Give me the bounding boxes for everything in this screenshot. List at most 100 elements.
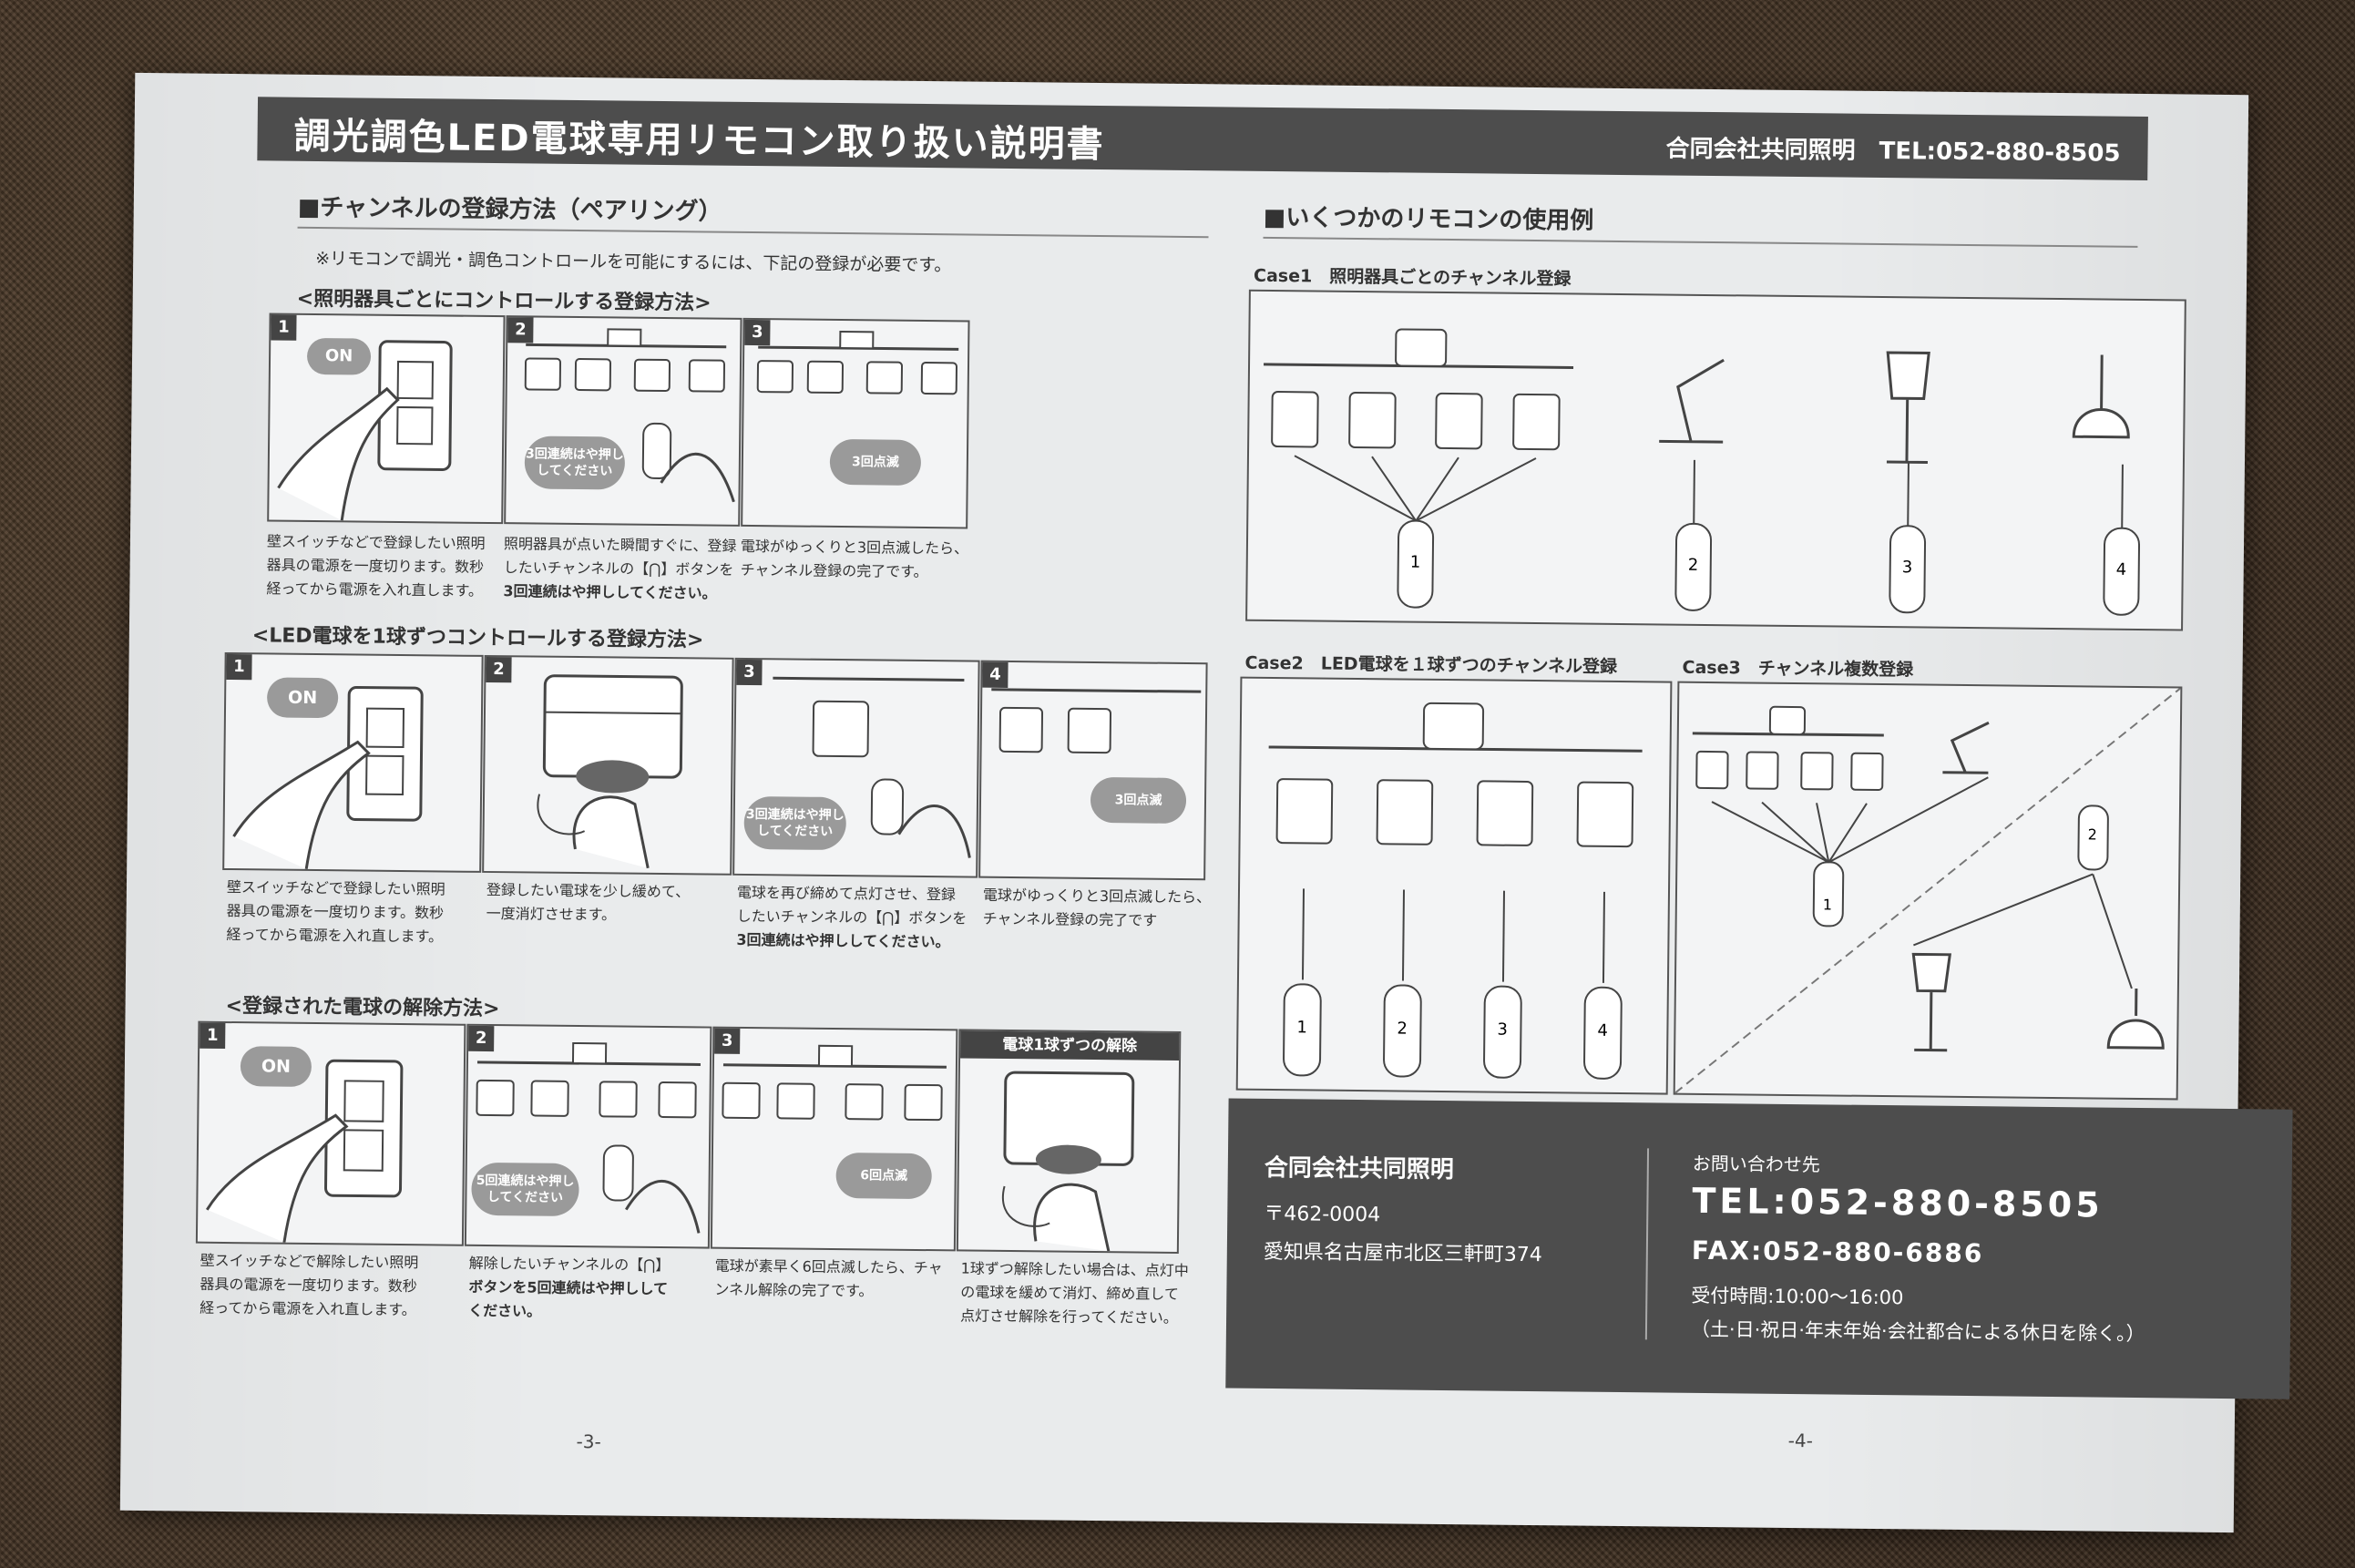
left-section-title: ■チャンネルの登録方法（ペアリング） [297, 189, 1209, 239]
ceiling-light-blink-illustration [756, 331, 959, 395]
caption-line: チャンネル登録の完了です [982, 909, 1158, 929]
caption-line: 経ってから電源を入れ直します。 [266, 579, 484, 600]
press-bubble: 3回連続はや押ししてください [524, 436, 626, 490]
remote-number: 1 [1409, 552, 1421, 572]
pairing-note: ※リモコンで調光・調色コントロールを可能にするには、下記の登録が必要です。 [315, 248, 952, 276]
remote-number: 2 [2087, 825, 2097, 844]
part3-caption-2: 解除したいチャンネルの【⋂】 ボタンを5回連続はや押しして ください。 [468, 1252, 670, 1325]
document-title: 調光調色LED電球専用リモコン取り扱い説明書 [293, 115, 1105, 167]
part1-heading: <照明器具ごとにコントロールする登録方法> [296, 287, 712, 315]
caption-line: 照明器具が点いた瞬間すぐに、登録 [503, 535, 737, 555]
divider [1263, 236, 2138, 248]
part3-caption-4: 1球ずつ解除したい場合は、点灯中 の電球を緩めて消灯、締め直して 点灯させ解除を… [960, 1256, 1189, 1330]
caption-line: 一度消灯させます。 [486, 904, 617, 924]
header-banner: 調光調色LED電球専用リモコン取り扱い説明書 合同会社共同照明 TEL:052-… [257, 97, 2148, 181]
part3-heading: <登録された電球の解除方法> [225, 994, 500, 1021]
caption-line: したいチャンネルの【⋂】ボタンを [503, 559, 734, 579]
remote-number: 1 [1822, 896, 1833, 914]
remote-number: 3 [1497, 1020, 1508, 1040]
contact-box: 合同会社共同照明 〒462-0004 愛知県名古屋市北区三軒町374 お問い合わ… [1225, 1098, 2293, 1399]
remote-number: 4 [2115, 559, 2127, 579]
on-bubble: ON [240, 1046, 312, 1087]
part3-caption-1: 壁スイッチなどで解除したい照明 器具の電源を一度切ります。数秒 経ってから電源を… [200, 1249, 418, 1323]
contact-company: 合同会社共同照明 [1264, 1153, 1454, 1184]
right-section-title: ■いくつかのリモコンの使用例 [1263, 199, 2138, 248]
remote-number: 4 [1597, 1020, 1608, 1040]
ceiling-light-remote-illustration [524, 328, 735, 503]
part3-step2-panel: 2 5回連続はや押ししてください [464, 1023, 712, 1249]
part1-step2-panel: 2 3回連続はや押ししてください [504, 315, 742, 527]
case3-illustration [1674, 687, 2181, 1094]
left-section-title-text: ■チャンネルの登録方法（ペアリング） [297, 193, 722, 226]
part2-caption-4: 電球がゆっくりと3回点滅したら、 チャンネル登録の完了です [983, 884, 1212, 934]
contact-divider [1644, 1148, 1650, 1340]
case2-panel: 1 2 3 4 [1235, 676, 1673, 1095]
caption-line: ボタンを5回連続はや押しして [468, 1277, 669, 1298]
blink-bubble: 3回点滅 [1090, 776, 1187, 825]
on-bubble: ON [306, 337, 372, 375]
contact-tel: TEL:052-880-8505 [1692, 1180, 2104, 1225]
hand-switch-illustration [277, 340, 453, 521]
part3-step4-panel: 電球1球ずつの解除 [956, 1029, 1182, 1254]
hand-switch-illustration [232, 685, 424, 870]
part2-caption-3: 電球を再び締めて点灯させ、登録 したいチャンネルの【⋂】ボタンを 3回連続はや押… [736, 881, 967, 955]
part2-caption-1: 壁スイッチなどで登録したい照明 器具の電源を一度切ります。数秒 経ってから電源を… [226, 876, 445, 949]
contact-fax: FAX:052-880-6886 [1691, 1235, 1984, 1269]
ceiling-light-remote-illustration [476, 1041, 701, 1234]
blink-bubble: 6回点滅 [835, 1153, 932, 1200]
remote-number: 3 [1901, 558, 1913, 578]
caption-line: 登録したい電球を少し緩めて、 [486, 880, 691, 901]
caption-line: 点灯させ解除を行ってください。 [959, 1307, 1178, 1327]
case2-label: Case2 LED電球を１球ずつのチャンネル登録 [1244, 652, 1618, 677]
part1-step3-panel: 3 3回点滅 [741, 317, 970, 529]
case2-illustration [1268, 702, 1643, 1080]
caption-line: 1球ずつ解除したい場合は、点灯中 [960, 1259, 1189, 1280]
remote-number: 2 [1687, 555, 1699, 575]
part2-step2-panel: 2 [482, 654, 734, 876]
press-bubble: 3回連続はや押ししてください [743, 795, 847, 851]
part1-caption-1: 壁スイッチなどで登録したい照明 器具の電源を一度切ります。数秒 経ってから電源を… [266, 529, 485, 603]
caption-line: 壁スイッチなどで登録したい照明 [266, 532, 486, 552]
case1-illustration [1264, 328, 2141, 616]
caption-line: したいチャンネルの【⋂】ボタンを [736, 907, 968, 927]
caption-line: 経ってから電源を入れ直します。 [226, 925, 444, 946]
caption-line: 器具の電源を一度切ります。数秒 [266, 556, 485, 576]
press-bubble: 5回連続はや押ししてください [471, 1162, 579, 1217]
case1-panel: 1 2 3 4 [1245, 289, 2186, 631]
caption-line: 壁スイッチなどで登録したい照明 [226, 877, 445, 898]
bulb-loosen-illustration [1001, 1071, 1135, 1252]
caption-line: 壁スイッチなどで解除したい照明 [200, 1251, 419, 1272]
right-section-title-text: ■いくつかのリモコンの使用例 [1263, 203, 1594, 235]
part2-step4-panel: 4 3回点滅 [978, 660, 1208, 881]
caption-line: の電球を緩めて消灯、締め直して [960, 1283, 1179, 1303]
instruction-sheet: 調光調色LED電球専用リモコン取り扱い説明書 合同会社共同照明 TEL:052-… [119, 72, 2293, 1533]
ceiling-light-blink-illustration [722, 1044, 947, 1122]
caption-line: 3回連続はや押ししてください。 [503, 582, 717, 602]
part2-step3-panel: 3 3回連続はや押ししてください [732, 657, 980, 878]
part3-step3-panel: 3 6回点滅 [710, 1026, 958, 1252]
caption-line: ください。 [468, 1301, 542, 1320]
caption-line: 電球を再び締めて点灯させ、登録 [736, 883, 957, 904]
part1-caption-2: 照明器具が点いた瞬間すぐに、登録 したいチャンネルの【⋂】ボタンを 3回連続はや… [503, 532, 736, 606]
part2-heading: <LED電球を1球ずつコントロールする登録方法> [251, 624, 704, 652]
on-bubble: ON [266, 677, 339, 719]
hand-switch-illustration [205, 1059, 404, 1243]
header-company-tel: 合同会社共同照明 TEL:052-880-8505 [1665, 135, 2121, 168]
remote-number: 2 [1397, 1019, 1408, 1039]
divider [297, 226, 1209, 239]
caption-line: 器具の電源を一度切ります。数秒 [200, 1275, 417, 1296]
remote-number: 1 [1296, 1018, 1307, 1038]
part3-step1-panel: 1 ON [195, 1020, 466, 1246]
caption-line: 経ってから電源を入れ直します。 [200, 1298, 416, 1319]
case3-label: Case3 チャンネル複数登録 [1682, 657, 1914, 681]
contact-holiday: （土·日·祝日·年末年始·会社都合による休日を除く。） [1690, 1317, 2145, 1346]
blink-bubble: 3回点滅 [829, 438, 922, 486]
bulb-loosen-illustration [537, 674, 683, 869]
caption-line: 電球がゆっくりと3回点滅したら、 [740, 537, 969, 558]
page-number-left: -3- [576, 1430, 601, 1453]
contact-address: 愛知県名古屋市北区三軒町374 [1263, 1240, 1542, 1267]
caption-line: 器具の電源を一度切ります。数秒 [226, 901, 445, 922]
part1-caption-3: 電球がゆっくりと3回点滅したら、 チャンネル登録の完了です。 [741, 535, 969, 585]
contact-zip: 〒462-0004 [1264, 1202, 1381, 1227]
case3-panel: 1 2 [1673, 681, 2183, 1101]
